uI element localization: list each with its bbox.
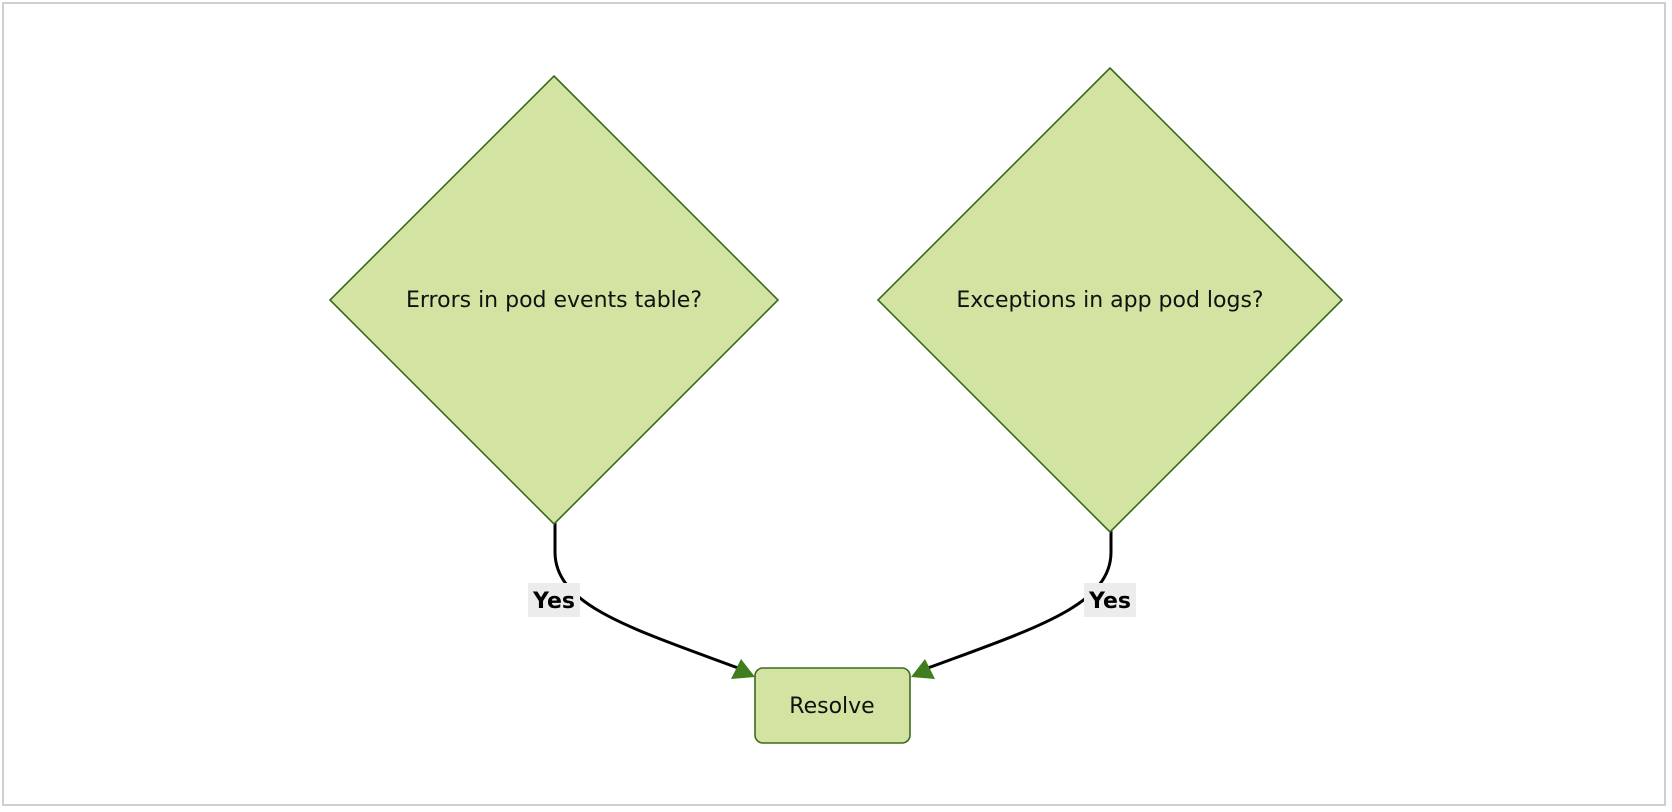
arrowhead-right-icon (911, 659, 935, 679)
resolve-label: Resolve (789, 694, 874, 719)
decision-node-left[interactable]: Errors in pod events table? (328, 74, 780, 526)
edge-label-bg-right (1084, 583, 1136, 617)
decision-diamond-left (328, 74, 780, 526)
resolve-node[interactable]: Resolve (754, 667, 911, 744)
decision-label-right: Exceptions in app pod logs? (956, 288, 1263, 313)
edge-line-left (553, 523, 739, 670)
edge-line-right (927, 530, 1113, 670)
edge-right-to-resolve: Yes (911, 530, 1136, 679)
decision-node-right[interactable]: Exceptions in app pod logs? (876, 66, 1344, 534)
edge-label-left: Yes (532, 589, 575, 614)
arrowhead-left-icon (731, 659, 755, 679)
edge-left-to-resolve: Yes (528, 523, 755, 679)
decision-label-left: Errors in pod events table? (406, 288, 702, 313)
edge-label-bg-left (528, 583, 580, 617)
resolve-box (754, 667, 911, 744)
decision-diamond-right (876, 66, 1344, 534)
edge-label-right: Yes (1088, 589, 1131, 614)
